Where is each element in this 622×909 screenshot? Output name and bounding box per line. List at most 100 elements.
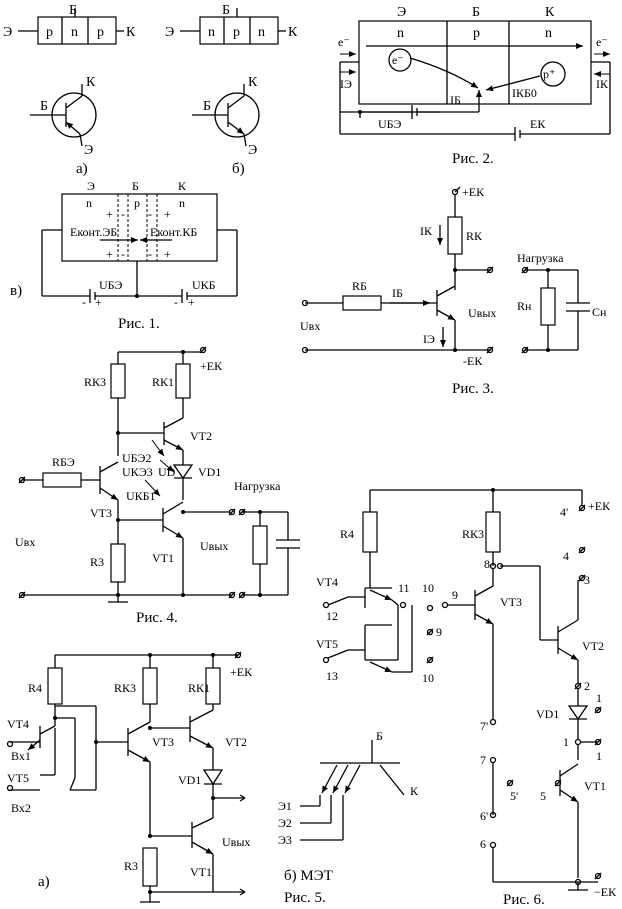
fig6-n5: 5 <box>540 789 546 803</box>
fig1v-b: Б <box>132 179 139 193</box>
fig1b-sym-e: Э <box>248 143 257 158</box>
fig6-n10b: 10 <box>422 671 434 685</box>
fig1a-pnp-symbol: Б К Э а) <box>30 75 97 177</box>
fig5b-met-symbol: Б К Э1 Э2 Э3 б) МЭТ Рис. 5. <box>278 729 419 906</box>
fig1v-ube: UБЭ <box>99 278 123 292</box>
fig4-ud: UD <box>158 465 176 479</box>
fig6-vt5: VT5 <box>316 637 338 651</box>
fig1v-minus6: - <box>174 295 178 309</box>
fig4-ube2: UБЭ2 <box>122 451 151 465</box>
fig1b-sym-b: Б <box>203 99 211 114</box>
fig5-in2: Вх2 <box>11 801 31 815</box>
fig4-ukb1: UКБ1 <box>126 489 156 503</box>
fig5-vt2: VT2 <box>225 735 247 749</box>
fig1v-minus4: - <box>148 247 152 261</box>
fig3-caption: Рис. 3. <box>452 381 494 397</box>
fig4-uke3: UКЭ3 <box>122 465 153 479</box>
fig4-caption: Рис. 4. <box>136 610 178 626</box>
fig6-vd1: VD1 <box>536 707 559 721</box>
fig6-n3: 3 <box>584 573 590 587</box>
fig6-n4p: 4' <box>560 505 568 519</box>
fig6-n1a: 1 <box>596 691 602 705</box>
fig1a-pnp-structure: Э Б К p n p <box>3 3 136 45</box>
fig6-n8: 8 <box>484 557 490 571</box>
fig6-n12: 12 <box>326 609 338 623</box>
fig5-vt1: VT1 <box>190 865 212 879</box>
fig6-n9a: 9 <box>452 588 458 602</box>
fig6-vt2: VT2 <box>582 639 604 653</box>
fig4-vd1: VD1 <box>198 465 221 479</box>
fig2-ib: IБ <box>450 93 461 107</box>
fig6-n7p: 7' <box>480 719 488 733</box>
fig2-ik: IК <box>596 77 609 91</box>
fig2-ie: IЭ <box>340 77 352 91</box>
fig1v-econt-kb: Eконт.КБ <box>150 225 197 239</box>
fig5b-e2: Э2 <box>278 816 292 830</box>
fig6-n6: 6 <box>480 837 486 851</box>
fig1b-b-label: Б <box>222 3 230 18</box>
fig4-vt2: VT2 <box>190 429 212 443</box>
fig1v-p: p <box>134 196 140 210</box>
fig2-b: Б <box>472 5 480 20</box>
fig2-e-left: e⁻ <box>338 35 350 49</box>
fig2-n2: n <box>545 26 552 41</box>
fig6-n13: 13 <box>326 669 338 683</box>
fig4-r3: R3 <box>90 555 104 569</box>
fig4-diagram: +EК RК3 RК1 VT2 VD1 UБЭ2 UКЭ3 UD UКБ1 RБ… <box>15 346 300 626</box>
fig1v-n1: n <box>86 196 92 210</box>
fig1a-p2: p <box>97 25 104 40</box>
fig5-caption: Рис. 5. <box>284 890 326 906</box>
fig3-plus-ek: +EК <box>462 185 485 199</box>
fig4-uout: Uвых <box>200 539 228 553</box>
fig2-diagram: Э Б К n p n e⁻ p⁺ IКБ0 IБ e⁻ IЭ e⁻ IК <box>338 5 611 167</box>
fig5a-diagram: +EК R4 RК3 RК1 VT4 Вх1 VT5 Вх2 <box>6 651 253 903</box>
fig5-rk3: RК3 <box>114 681 136 695</box>
fig3-ik: IК <box>420 224 433 238</box>
fig1b-sym-k: К <box>248 75 258 90</box>
fig5-plus-ek: +EК <box>230 665 253 679</box>
fig5b-b: Б <box>376 729 383 743</box>
fig6-n10a: 10 <box>422 581 434 595</box>
fig1v-plus4: + <box>164 247 171 261</box>
fig6-diagram: +EК 4' 4 3 R4 RК3 8 VT4 12 11 <box>316 488 617 908</box>
fig5-vt4: VT4 <box>7 717 29 731</box>
fig3-rk: RК <box>466 229 483 243</box>
fig5a-label: а) <box>38 874 50 890</box>
fig5-uout: Uвых <box>222 835 250 849</box>
fig5-vd1: VD1 <box>178 773 201 787</box>
fig6-minus-ek: −EК <box>594 885 617 899</box>
fig5-r4: R4 <box>28 681 42 695</box>
fig5-r3: R3 <box>124 859 138 873</box>
fig4-rk3: RК3 <box>84 375 106 389</box>
fig6-rk3: RК3 <box>462 527 484 541</box>
fig1a-k-label: К <box>126 25 136 40</box>
fig6-n2: 2 <box>584 679 590 693</box>
fig1b-npn-structure: Э Б К n p n <box>165 3 298 45</box>
fig3-load: Нагрузка <box>517 251 564 265</box>
fig3-ie: IЭ <box>423 332 435 346</box>
fig1a-n: n <box>71 25 78 40</box>
fig4-rb3: RБЭ <box>52 455 75 469</box>
fig2-ikb0: IКБ0 <box>512 86 537 100</box>
fig5b-e3: Э3 <box>278 833 292 847</box>
fig4-vt1: VT1 <box>152 551 174 565</box>
fig6-r4: R4 <box>340 527 354 541</box>
fig1v-n2: n <box>179 196 185 210</box>
fig2-e: Э <box>397 5 406 20</box>
fig5-rk1: RК1 <box>188 681 210 695</box>
fig1a-e-label: Э <box>3 25 12 40</box>
fig1v-minus3: - <box>121 247 125 261</box>
fig2-ube: UБЭ <box>378 117 402 131</box>
fig3-uout: Uвых <box>468 306 496 320</box>
fig2-hole: p⁺ <box>543 67 555 81</box>
fig5-vt3: VT3 <box>152 735 174 749</box>
fig1v-econt-eb: Eконт.ЭБ <box>70 225 117 239</box>
fig6-n7: 7 <box>480 753 486 767</box>
fig6-n1c: 1 <box>596 749 602 763</box>
fig1b-n1: n <box>208 25 215 40</box>
fig6-n5p: 5' <box>510 789 518 803</box>
fig1v-minus2: - <box>148 207 152 221</box>
fig5-in1: Вх1 <box>11 749 31 763</box>
fig1v-e: Э <box>87 179 95 193</box>
fig6-n9b: 9 <box>436 625 442 639</box>
